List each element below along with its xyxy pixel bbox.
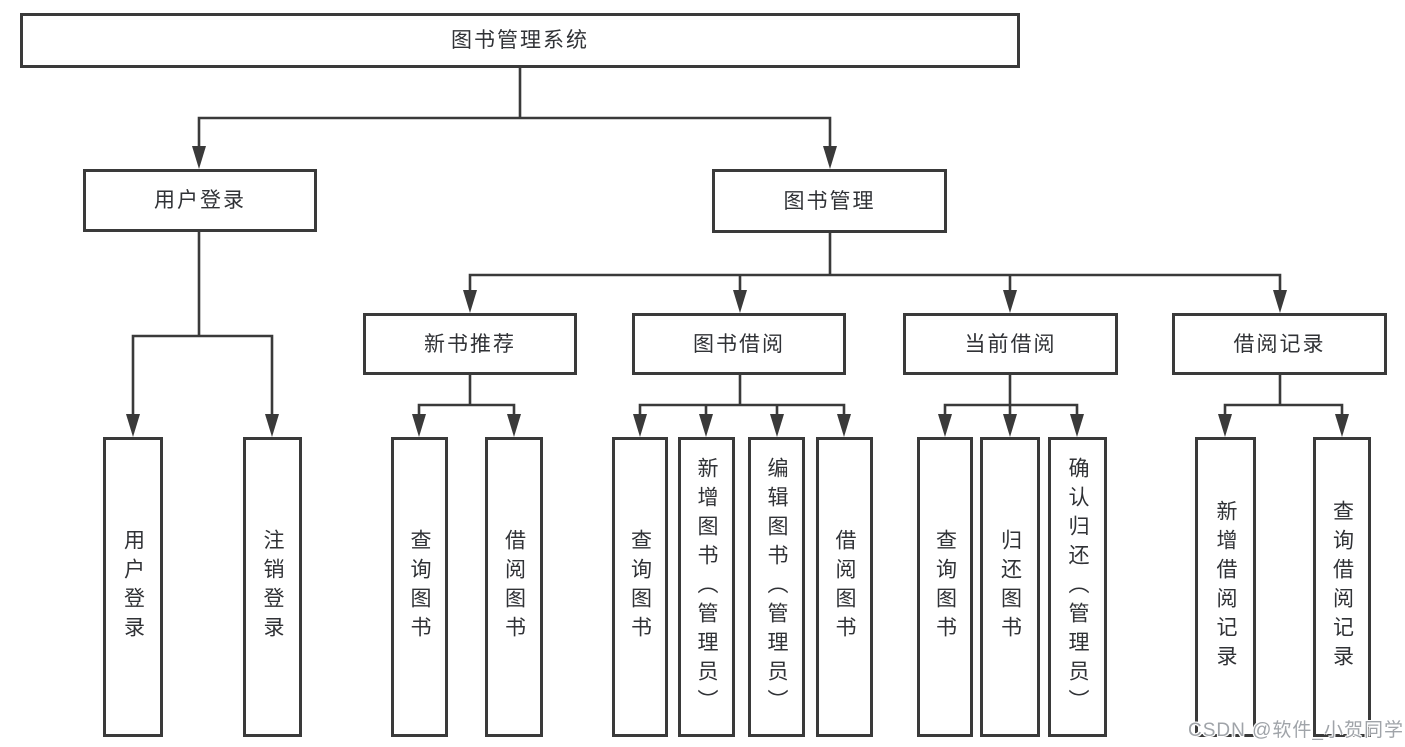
node-root: 图书管理系统 bbox=[20, 13, 1020, 68]
node-user-login: 用户登录 bbox=[83, 169, 317, 232]
leaf-return-books: 归还图书 bbox=[980, 437, 1040, 737]
leaf-edit-books-admin: 编辑图书（管理员） bbox=[748, 437, 805, 737]
node-borrow-records: 借阅记录 bbox=[1172, 313, 1387, 375]
leaf-user-login: 用户登录 bbox=[103, 437, 163, 737]
node-book-management: 图书管理 bbox=[712, 169, 947, 233]
leaf-query-books-borrow: 查询图书 bbox=[612, 437, 668, 737]
leaf-confirm-return-admin: 确认归还（管理员） bbox=[1048, 437, 1107, 737]
csdn-watermark: CSDN @软件_小贺同学 bbox=[1188, 720, 1404, 741]
leaf-logout: 注销登录 bbox=[243, 437, 302, 737]
node-current-borrow: 当前借阅 bbox=[903, 313, 1118, 375]
leaf-borrow-books-recommend: 借阅图书 bbox=[485, 437, 543, 737]
leaf-add-borrow-record: 新增借阅记录 bbox=[1195, 437, 1256, 737]
leaf-borrow-books: 借阅图书 bbox=[816, 437, 873, 737]
leaf-add-books-admin: 新增图书（管理员） bbox=[678, 437, 735, 737]
leaf-query-books-recommend: 查询图书 bbox=[391, 437, 448, 737]
node-new-book-recommend: 新书推荐 bbox=[363, 313, 577, 375]
leaf-query-books-current: 查询图书 bbox=[917, 437, 973, 737]
node-book-borrow: 图书借阅 bbox=[632, 313, 846, 375]
leaf-query-borrow-record: 查询借阅记录 bbox=[1313, 437, 1371, 737]
